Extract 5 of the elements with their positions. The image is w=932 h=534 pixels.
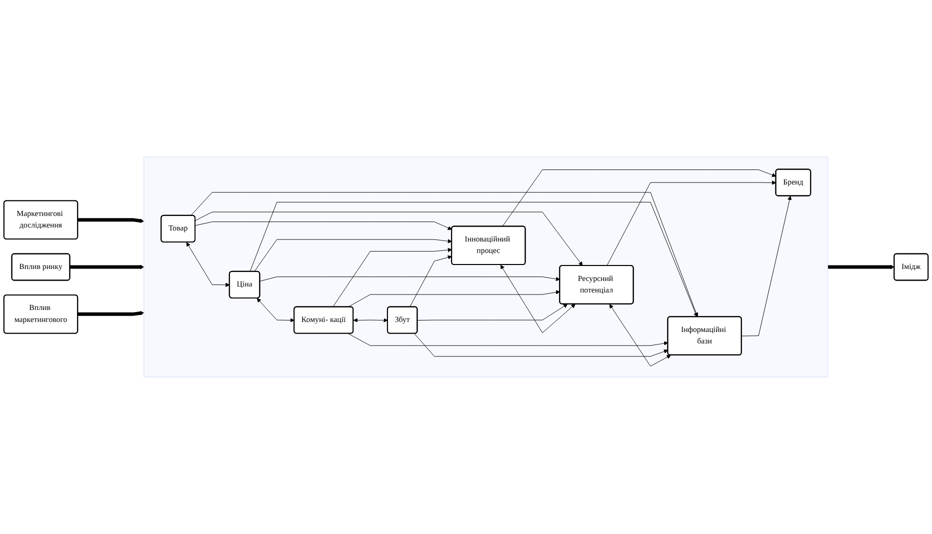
cluster bbox=[144, 156, 828, 378]
arrow bbox=[78, 311, 144, 316]
arrow bbox=[70, 264, 144, 270]
arrow bbox=[828, 264, 894, 270]
arrow bbox=[78, 218, 144, 223]
